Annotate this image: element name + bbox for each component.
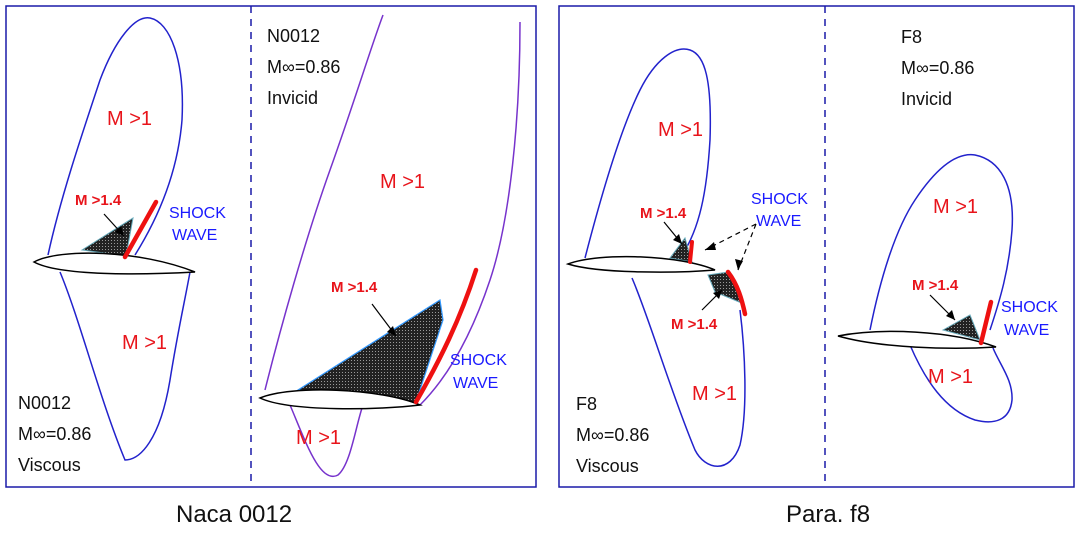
sonic-line-lower	[631, 277, 746, 467]
region-label-upper: M >1	[933, 196, 978, 218]
pointer-arrowhead-upper	[673, 234, 682, 244]
case-mode: Viscous	[576, 456, 639, 476]
case-name: F8	[576, 394, 597, 414]
pointer-arrowhead-lower	[713, 290, 722, 299]
region-label-lower: M >1	[296, 427, 341, 449]
sonic-line-lower	[59, 271, 191, 461]
shock-label-2: WAVE	[1004, 322, 1049, 339]
shock-label-1: SHOCK	[751, 191, 808, 208]
region-label-high-upper: M >1.4	[640, 205, 687, 222]
region-label-high: M >1.4	[75, 192, 122, 209]
case-mode: Viscous	[18, 455, 81, 475]
case-mach: M∞=0.86	[576, 425, 649, 445]
sonic-line-lower	[289, 404, 363, 478]
pointer-arrowhead	[115, 226, 124, 236]
case-name: F8	[901, 27, 922, 47]
pointer-arrowhead	[946, 310, 955, 320]
shock-label-1: SHOCK	[169, 205, 226, 222]
case-mode: Invicid	[267, 88, 318, 108]
shock-line	[413, 267, 479, 405]
case-name: N0012	[267, 26, 320, 46]
shock-line-lower	[725, 269, 748, 317]
airfoil	[258, 389, 423, 410]
caption-right: Para. f8	[786, 501, 870, 528]
shock-line	[122, 199, 159, 260]
case-mach: M∞=0.86	[901, 58, 974, 78]
shock-label-2: WAVE	[172, 227, 217, 244]
right-frame	[558, 5, 1075, 488]
shock-pointer-head-1	[705, 242, 716, 250]
sonic-line-lower	[909, 344, 1013, 423]
case-mode: Invicid	[901, 89, 952, 109]
airfoil	[565, 255, 716, 273]
region-label-lower: M >1	[122, 332, 167, 354]
pointer-arrowhead	[387, 326, 396, 336]
sonic-line-upper	[47, 17, 184, 256]
region-label-high-lower: M >1.4	[671, 316, 718, 333]
sonic-line-upper	[584, 48, 712, 259]
shock-line	[978, 299, 994, 346]
region-label-upper: M >1	[658, 119, 703, 141]
region-label-lower: M >1	[928, 366, 973, 388]
case-name: N0012	[18, 393, 71, 413]
shock-label-1: SHOCK	[450, 352, 507, 369]
sonic-line-upper	[869, 153, 1014, 331]
shock-label-2: WAVE	[453, 375, 498, 392]
shock-label-2: WAVE	[756, 213, 801, 230]
region-label-upper: M >1	[107, 108, 152, 130]
airfoil	[32, 252, 196, 275]
shock-pointer-head-2	[735, 259, 743, 270]
shock-line-upper	[688, 240, 694, 264]
case-mach: M∞=0.86	[267, 57, 340, 77]
case-mach: M∞=0.86	[18, 424, 91, 444]
shock-label-1: SHOCK	[1001, 299, 1058, 316]
airfoil	[837, 330, 997, 349]
supersonic-pocket	[80, 216, 134, 257]
caption-left: Naca 0012	[176, 501, 292, 528]
sonic-line-left	[264, 14, 384, 391]
region-label-high: M >1.4	[912, 277, 959, 294]
left-frame	[5, 5, 537, 488]
region-label-lower: M >1	[692, 383, 737, 405]
sonic-line-right	[419, 21, 521, 406]
region-label-high: M >1.4	[331, 279, 378, 296]
supersonic-pocket	[941, 314, 981, 341]
region-label-upper: M >1	[380, 171, 425, 193]
